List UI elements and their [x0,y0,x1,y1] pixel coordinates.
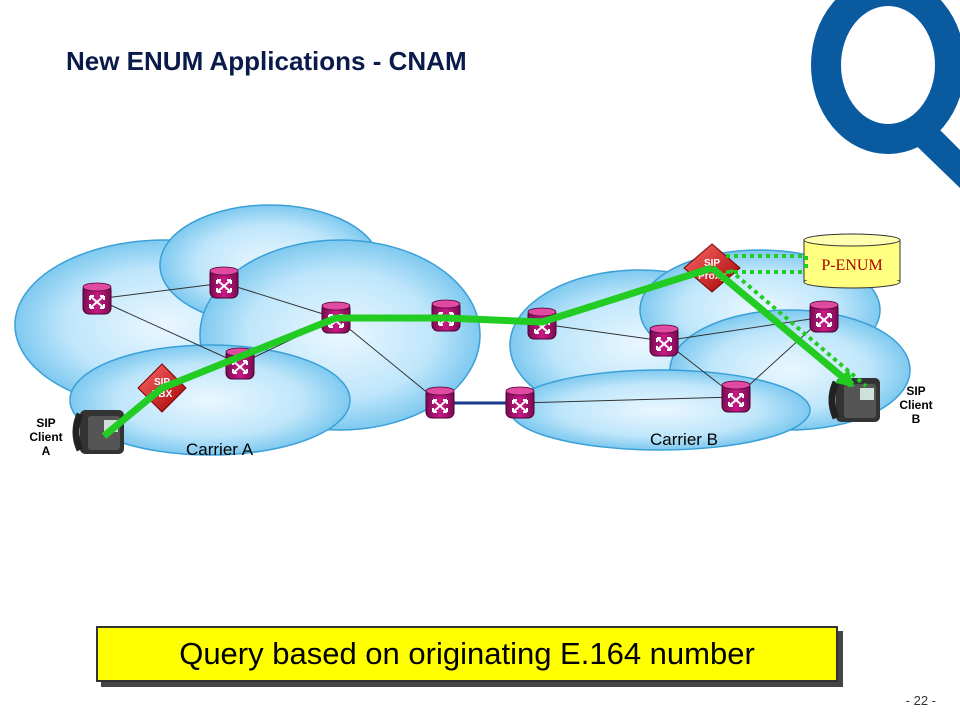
client-b-label-line1: SIP [906,384,926,398]
router-a6 [425,386,455,419]
call-path-to-client-b [709,265,855,388]
page-number: - 22 - [905,693,936,708]
router-b3 [649,324,679,357]
phone-client-a-icon [76,410,124,454]
callout-box: Query based on originating E.164 number [96,626,838,682]
client-b-label-line2: Client [899,398,933,412]
client-b-label-line3: B [911,412,921,426]
client-a-label-line1: SIP [36,416,56,430]
carrier-b-label: Carrier B [650,430,719,449]
carrier-a-label: Carrier A [186,440,254,459]
sip-pbx-label-1: SIP [154,377,170,388]
client-a-label-line3: A [41,444,51,458]
phone-client-b-icon [832,378,880,422]
p-enum-database: P-ENUM [803,233,901,289]
enum-query-lines [726,254,868,388]
client-b-label: SIP Client B [884,384,948,426]
sip-proxy-label-1: SIP [704,258,720,269]
router-a1 [82,282,112,315]
router-b5 [809,300,839,333]
client-a-label: SIP Client A [14,416,78,458]
page-title: New ENUM Applications - CNAM [66,46,467,76]
sip-pbx-label-2: PBX [152,389,173,400]
call-path-arrowhead [834,369,855,388]
client-a-label-line2: Client [29,430,63,444]
router-b4 [721,380,751,413]
p-enum-label: P-ENUM [821,257,882,274]
sip-proxy-label-2: Proxy [698,271,726,282]
router-b1 [505,386,535,419]
router-a2 [209,266,239,299]
call-path [101,264,714,439]
brand-logo [811,0,960,188]
